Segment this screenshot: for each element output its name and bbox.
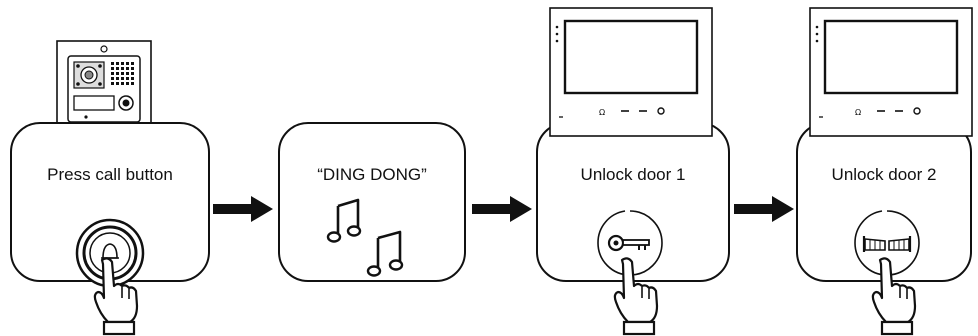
- pointing-hand-icon: [613, 257, 659, 336]
- pointing-hand-icon: [871, 257, 917, 336]
- step-card-3: Unlock door 1: [536, 122, 730, 282]
- indoor-monitor: Ω: [549, 7, 713, 137]
- step-label-1: Press call button: [47, 165, 173, 184]
- step-label-3: Unlock door 1: [580, 165, 686, 184]
- svg-text:Ω: Ω: [599, 108, 605, 117]
- gate-icon[interactable]: [852, 208, 922, 278]
- step-card-4: Unlock door 2: [796, 122, 972, 282]
- arrow-right-icon: [472, 196, 532, 222]
- step-card-2: “DING DONG”: [278, 122, 466, 282]
- indoor-monitor: Ω: [809, 7, 973, 137]
- doorbell-icon[interactable]: [75, 218, 145, 288]
- step-label-4: Unlock door 2: [831, 165, 937, 184]
- arrow-right-icon: [734, 196, 794, 222]
- svg-text:Ω: Ω: [855, 108, 861, 117]
- music-notes-icon: [326, 198, 404, 277]
- pointing-hand-icon: [93, 257, 139, 336]
- arrow-right-icon: [213, 196, 273, 222]
- step-label-2: “DING DONG”: [317, 165, 427, 184]
